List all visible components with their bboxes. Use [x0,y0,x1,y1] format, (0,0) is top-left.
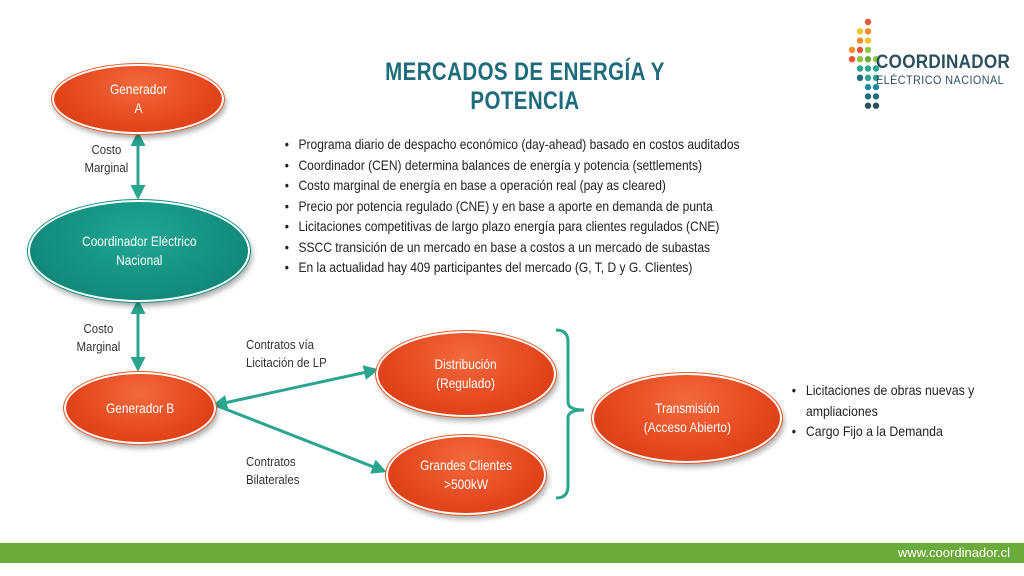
list-item: Precio por potencia regulado (CNE) y en … [283,196,740,217]
list-item: Licitaciones de obras nuevas y ampliacio… [790,380,975,421]
node-generador-a: Generador A [51,63,225,135]
list-item: Costo marginal de energía en base a oper… [283,175,740,196]
footer-url: www.coordinador.cl [898,545,1010,560]
node-coordinador: Coordinador Eléctrico Nacional [27,199,251,303]
list-item: En la actualidad hay 409 participantes d… [283,257,740,278]
footer-bar [0,543,1024,563]
node-transmision: Transmisión (Acceso Abierto) [591,372,783,464]
list-item: Programa diario de despacho económico (d… [283,134,740,155]
main-bullet-list: Programa diario de despacho económico (d… [283,134,740,278]
label-contratos-licitacion: Contratos vía Licitación de LP [246,337,327,370]
list-item: Cargo Fijo a la Demanda [790,421,975,442]
label-costo-marginal-bottom: Costo Marginal [76,321,121,354]
coordinador-logo-icon [848,18,880,109]
list-item: Licitaciones competitivas de largo plazo… [283,216,740,237]
node-grandes-clientes: Grandes Clientes >500kW [385,434,547,516]
page-title: MERCADOS DE ENERGÍA Y POTENCIA [385,58,665,115]
transmision-bullet-list: Licitaciones de obras nuevas y ampliacio… [790,380,975,442]
node-generador-b: Generador B [63,371,217,445]
arrow-genB-grandes-clientes [214,403,387,474]
node-distribucion: Distribución (Regulado) [375,330,557,418]
logo-name: COORDINADOR [876,52,1011,73]
label-costo-marginal-top: Costo Marginal [84,142,129,175]
arrow-genB-distribucion [212,365,379,410]
list-item: Coordinador (CEN) determina balances de … [283,155,740,176]
bracket-transmision [555,328,585,500]
list-item: SSCC transición de un mercado en base a … [283,237,740,258]
label-contratos-bilaterales: Contratos Bilaterales [246,454,300,487]
logo-subtitle: ELÉCTRICO NACIONAL [876,73,1005,87]
